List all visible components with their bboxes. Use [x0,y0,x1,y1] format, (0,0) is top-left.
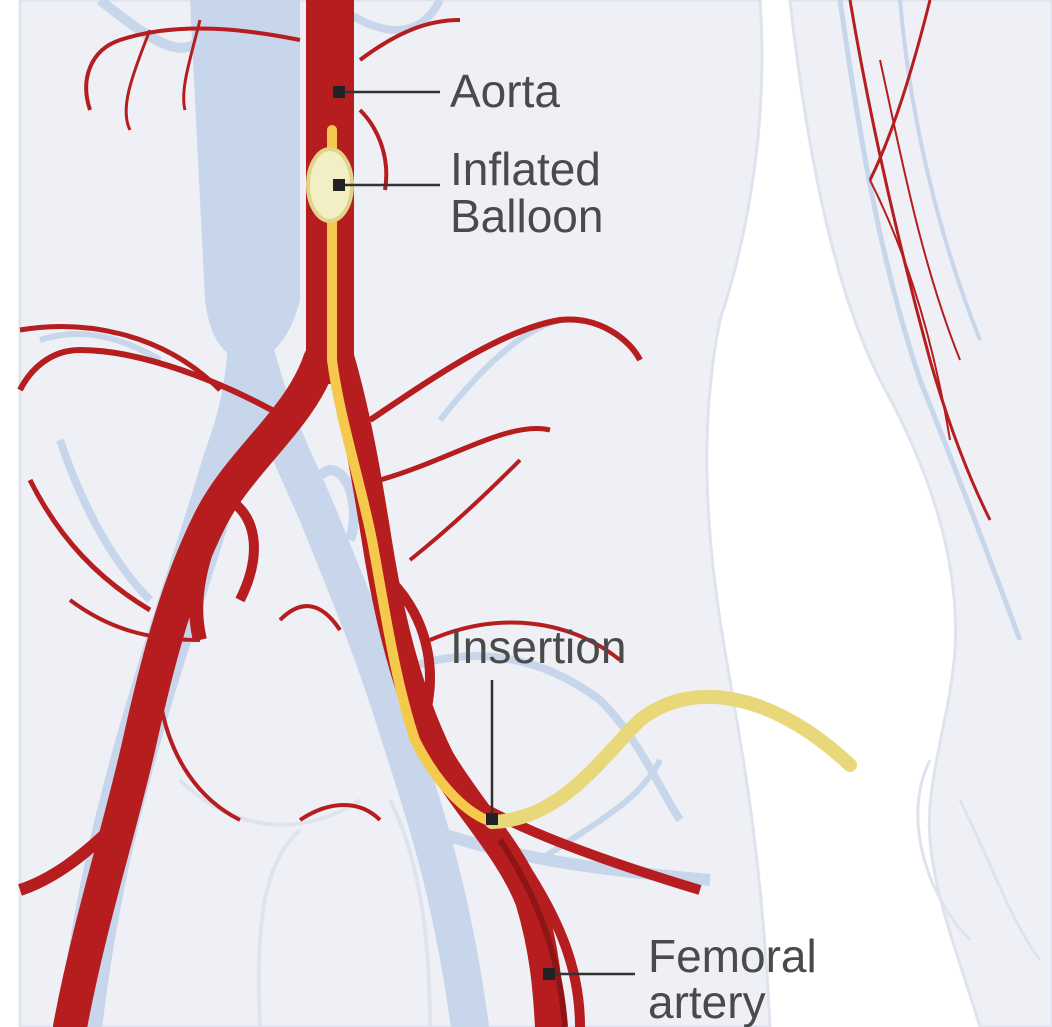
callout-marker-square [486,813,498,825]
callout-marker-square [543,968,555,980]
label-insertion: Insertion [450,621,626,673]
label-aorta: Aorta [450,65,560,117]
label-balloon-line1: Inflated [450,143,601,195]
callout-marker-square [333,179,345,191]
label-femoral-line2: artery [648,976,766,1027]
callout-marker-square [333,86,345,98]
label-femoral-line1: Femoral [648,930,817,982]
label-balloon-line2: Balloon [450,190,603,242]
